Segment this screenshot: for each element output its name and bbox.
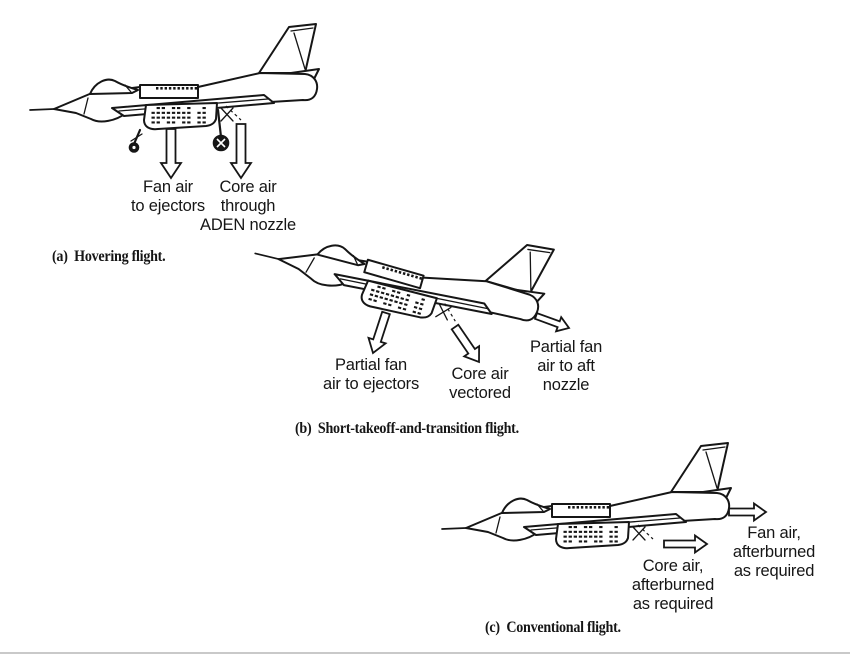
aircraft-conventional	[441, 442, 732, 550]
label-partial-fan-aft-nozzle: Partial fan air to aft nozzle	[529, 338, 603, 394]
flow-arrow-partial-fan-to-ejectors	[367, 310, 391, 355]
label-fan-air-to-ejectors: Fan air to ejectors	[131, 178, 205, 215]
label-core-air-vectored: Core air vectored	[449, 365, 511, 402]
flow-arrow-partial-fan-aft-nozzle	[533, 312, 571, 333]
flow-arrow-fan-air-to-ejectors	[159, 128, 183, 180]
flow-arrow-core-air-aden-nozzle	[229, 123, 253, 180]
flow-arrow-fan-air-afterburned	[728, 501, 768, 523]
flow-arrows-layer	[159, 123, 768, 555]
caption-conventional-flight: (c) Conventional flight.	[485, 619, 621, 636]
caption-hovering-flight: (a) Hovering flight.	[52, 248, 166, 265]
label-core-air-aden-nozzle: Core air through ADEN nozzle	[200, 178, 296, 234]
flow-arrow-core-air-afterburned	[663, 533, 709, 555]
page-bottom-rule	[0, 652, 850, 654]
caption-short-takeoff-transition-flight: (b) Short-takeoff-and-transition flight.	[295, 420, 519, 437]
label-partial-fan-to-ejectors: Partial fan air to ejectors	[322, 356, 420, 393]
label-fan-air-afterburned: Fan air, afterburned as required	[732, 524, 816, 580]
label-core-air-afterburned: Core air, afterburned as required	[631, 557, 715, 613]
flow-arrow-core-air-vectored	[450, 323, 481, 364]
